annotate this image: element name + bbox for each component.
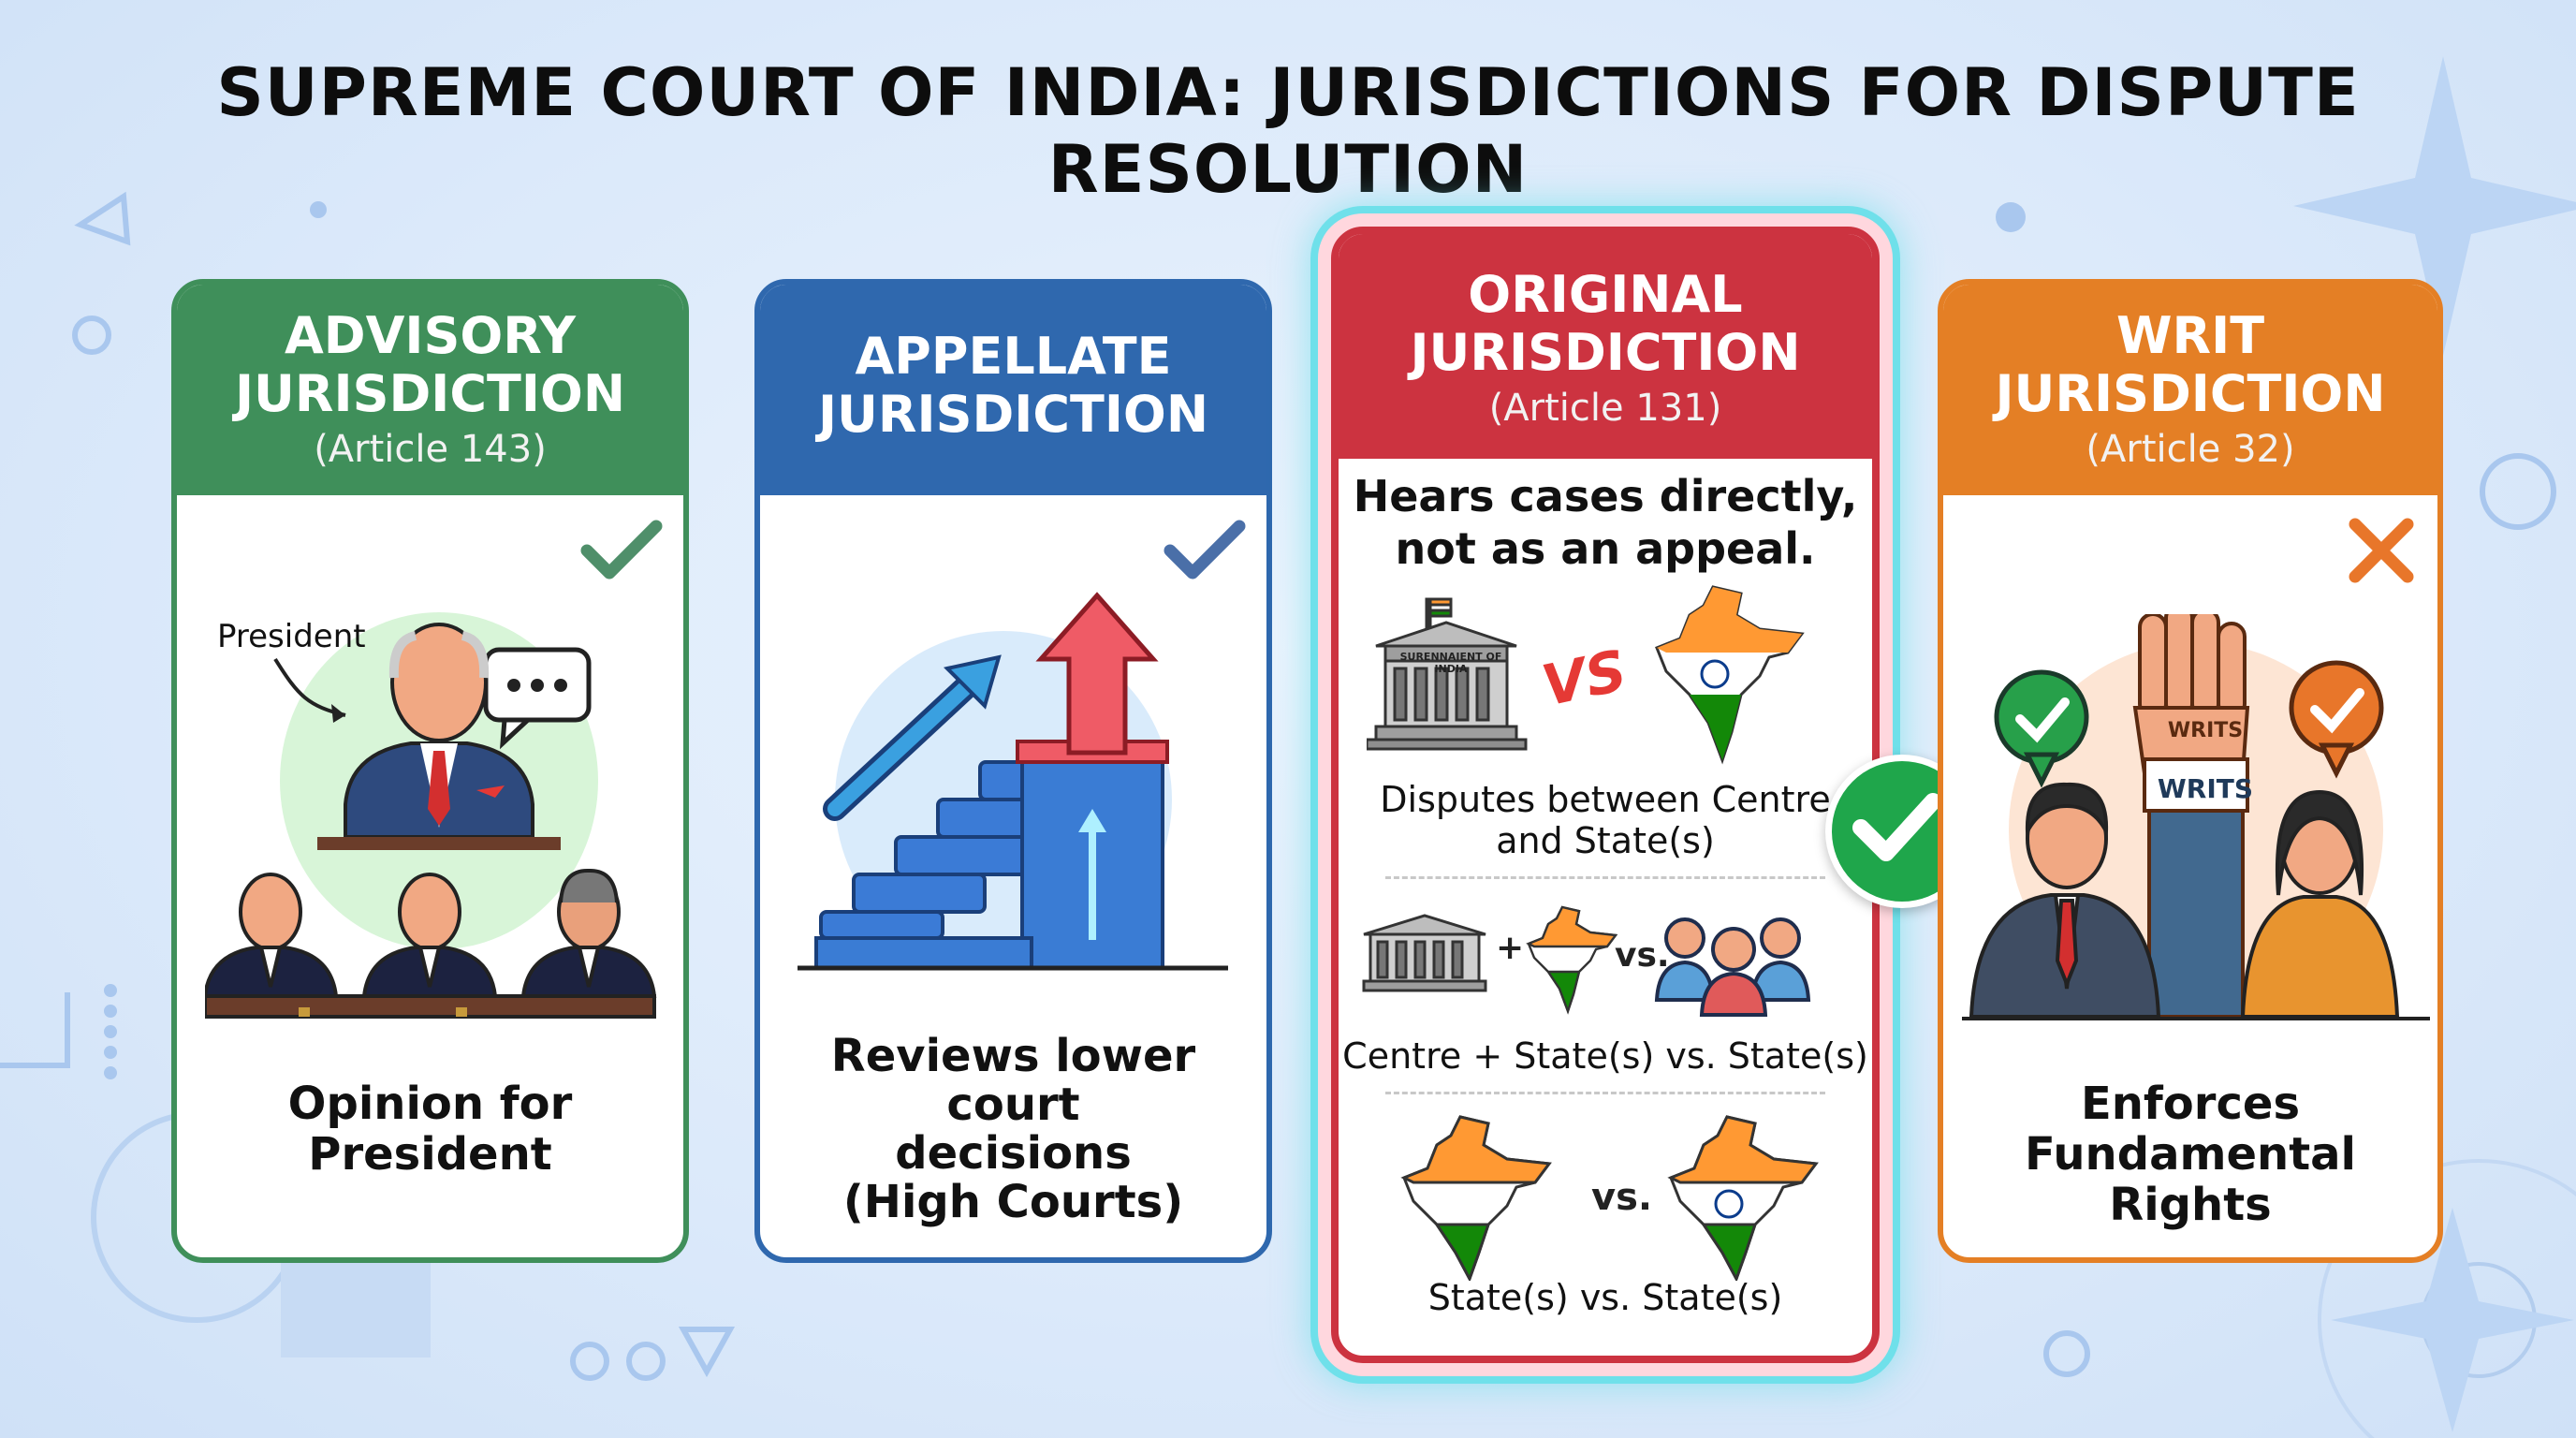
divider	[1385, 876, 1825, 879]
appellate-card: APPELLATE JURISDICTION Reviews lower cou…	[754, 279, 1272, 1263]
advisory-heading-line2: JURISDICTION	[234, 364, 626, 423]
original-card: ORIGINAL JURISDICTION (Article 131) Hear…	[1331, 227, 1880, 1363]
original-intro-line1: Hears cases directly,	[1353, 471, 1858, 521]
advisory-caption: Opinion for President	[177, 1078, 683, 1180]
president-label: President	[217, 618, 366, 655]
writ-card: WRIT JURISDICTION (Article 32)	[1938, 279, 2443, 1263]
appellate-caption-line1: Reviews lower	[830, 1030, 1196, 1082]
vs-label-2: vs.	[1615, 936, 1670, 975]
writ-heading-line2: JURISDICTION	[1995, 364, 2386, 423]
advisory-header: ADVISORY JURISDICTION (Article 143)	[177, 285, 683, 495]
writ-caption-line2: Fundamental Rights	[2024, 1128, 2357, 1231]
dispute1-line1: Disputes between Centre	[1380, 779, 1831, 820]
centre-state-vs-state-illustration	[1362, 905, 1811, 1017]
original-article: (Article 131)	[1488, 387, 1722, 430]
appellate-caption-line3: decisions	[895, 1127, 1132, 1180]
writ-heading-line1: WRIT	[2115, 306, 2265, 365]
plus-sign: +	[1496, 929, 1525, 967]
appellate-caption-line4: (High Courts)	[842, 1176, 1184, 1228]
advisory-heading-line1: ADVISORY	[284, 306, 577, 365]
building-sign: SURENNAIENT OF INDIA	[1399, 651, 1502, 675]
writ-rights-illustration	[1962, 614, 2430, 1020]
advisory-card: ADVISORY JURISDICTION (Article 143)	[171, 279, 689, 1263]
advisory-caption-line1: Opinion for	[287, 1078, 573, 1130]
writ-caption: Enforces Fundamental Rights	[1943, 1078, 2437, 1230]
dispute3-label: State(s) vs. State(s)	[1427, 1277, 1783, 1318]
vs-label-3: vs.	[1591, 1176, 1653, 1219]
original-intro-line2: not as an appeal.	[1395, 523, 1816, 574]
appellate-heading-line2: JURISDICTION	[817, 385, 1209, 444]
president-illustration	[205, 612, 657, 1019]
stairs-arrow-illustration	[798, 592, 1228, 971]
original-heading-line1: ORIGINAL	[1468, 265, 1743, 324]
original-header: ORIGINAL JURISDICTION (Article 131)	[1339, 234, 1872, 459]
dispute1-label: Disputes between Centre and State(s)	[1339, 779, 1872, 861]
page-title: SUPREME COURT OF INDIA: JURISDICTIONS FO…	[216, 54, 2360, 208]
cross-icon	[2349, 518, 2414, 583]
writ-caption-line1: Enforces	[2080, 1078, 2301, 1130]
appellate-caption-line2: court	[946, 1078, 1080, 1131]
appellate-heading-line1: APPELLATE	[855, 327, 1172, 386]
writ-hand-label: WRITS	[2167, 719, 2244, 742]
advisory-article: (Article 143)	[314, 428, 547, 471]
original-heading-line2: JURISDICTION	[1410, 323, 1801, 382]
divider	[1385, 1092, 1825, 1094]
centre-vs-state-illustration	[1367, 597, 1528, 751]
check-icon	[1164, 520, 1246, 580]
writ-band-label: WRITS	[2157, 773, 2254, 804]
check-icon	[580, 520, 663, 580]
india-map-icon	[1655, 585, 1805, 765]
dispute2-label: Centre + State(s) vs. State(s)	[1342, 1035, 1868, 1077]
dispute1-line2: and State(s)	[1496, 820, 1715, 861]
advisory-caption-line2: President	[308, 1128, 552, 1181]
appellate-caption: Reviews lower court decisions (High Cour…	[760, 1032, 1266, 1226]
appellate-header: APPELLATE JURISDICTION	[760, 285, 1266, 495]
writ-header: WRIT JURISDICTION (Article 32)	[1943, 285, 2437, 495]
original-intro: Hears cases directly, not as an appeal.	[1339, 470, 1872, 575]
state-vs-state-illustration	[1400, 1115, 1819, 1281]
writ-article: (Article 32)	[2086, 428, 2295, 471]
